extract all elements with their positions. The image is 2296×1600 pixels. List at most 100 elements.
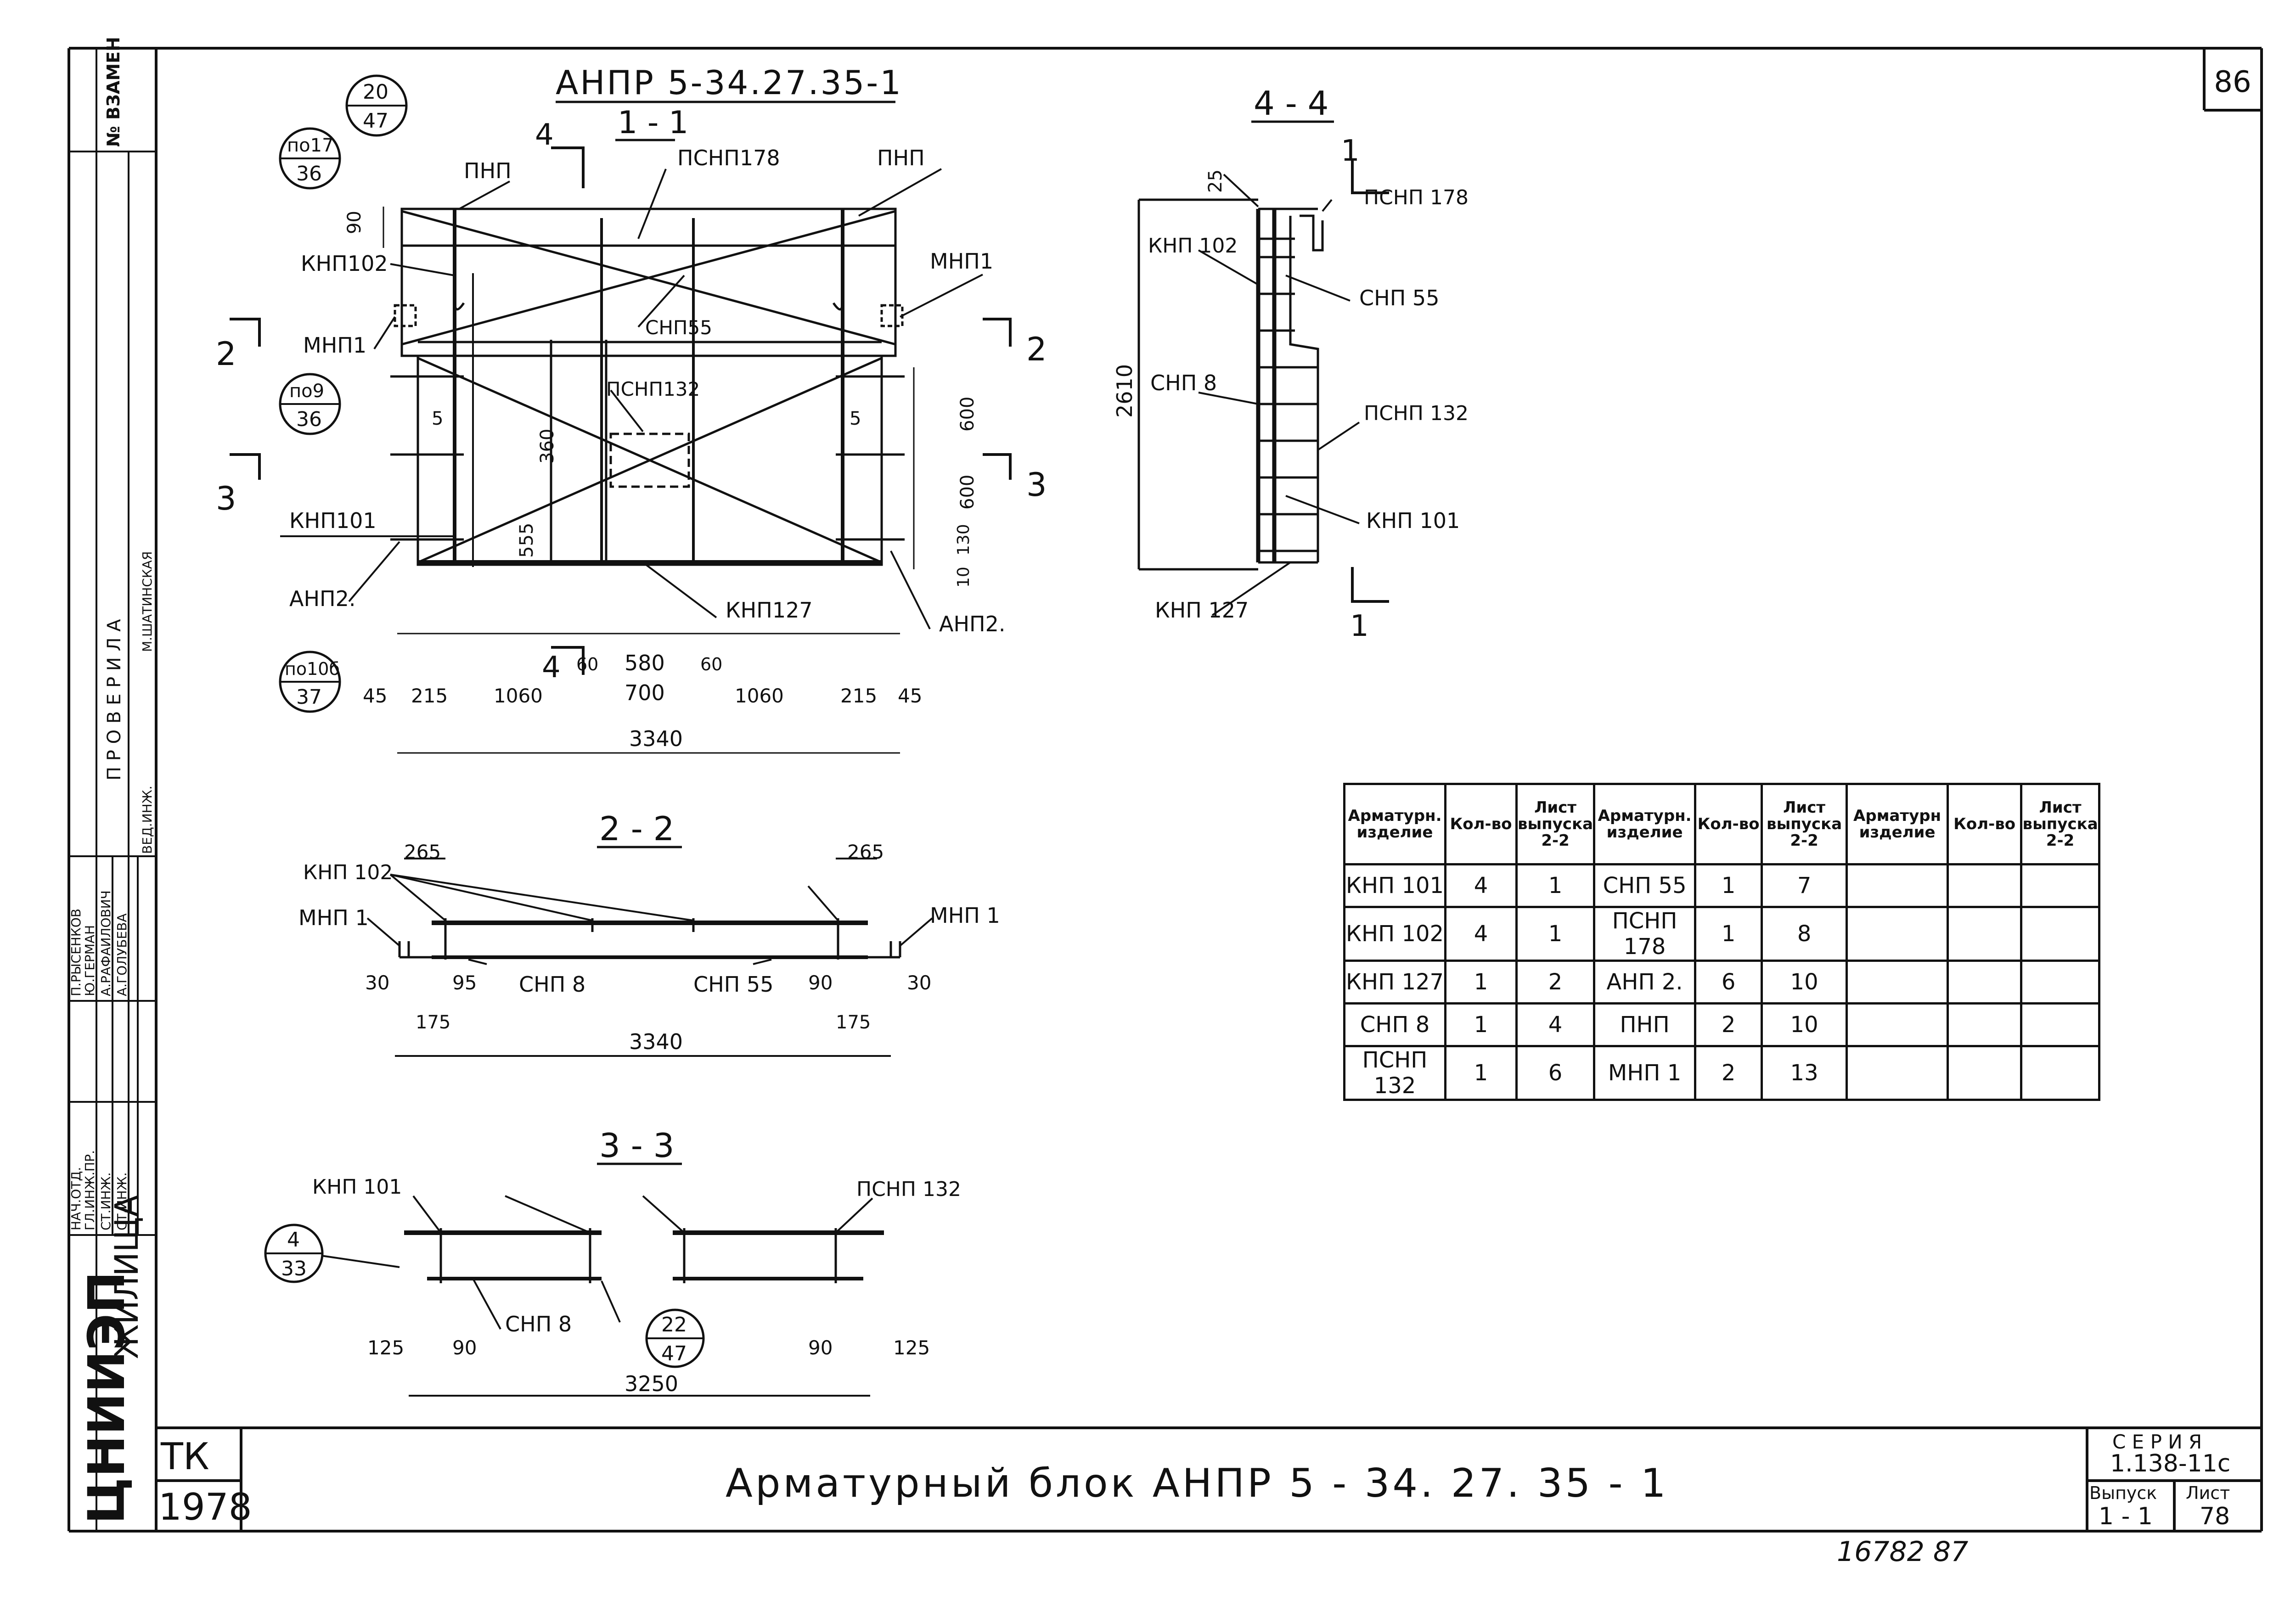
dim-600-bottom: 600 [957, 475, 978, 510]
stamp-org2: ЖИЛИЩА [108, 1195, 146, 1359]
dim-3250: 3250 [625, 1371, 678, 1396]
sheet-number: 86 [2214, 65, 2251, 99]
table-cell: 1 [1444, 960, 1518, 1005]
table-cell: 2 [1694, 1045, 1763, 1101]
svg-text:36: 36 [296, 162, 322, 185]
label-44-psnp178: ПСНП 178 [1364, 186, 1469, 209]
table-cell: 13 [1761, 1045, 1848, 1101]
table-cell: 7 [1761, 863, 1848, 908]
table-cell [2020, 863, 2101, 908]
dim-215-left: 215 [411, 685, 448, 707]
table-header: Лист выпуска 2-2 [2020, 783, 2101, 865]
dim-60-right: 60 [700, 654, 722, 674]
label-44-knp127: КНП 127 [1155, 598, 1249, 623]
table-cell [2020, 906, 2101, 962]
section-mark-3-right: 3 [1026, 466, 1047, 504]
dim-90-22: 90 [808, 971, 833, 994]
dim-30-right: 30 [907, 971, 931, 994]
label-anp2-left: АНП2. [289, 586, 356, 611]
dim-45-right: 45 [898, 685, 922, 707]
label-mnp1-left: МНП1 [303, 333, 366, 358]
svg-text:37: 37 [296, 685, 322, 709]
section-mark-3-left: 3 [216, 480, 236, 517]
svg-text:36: 36 [296, 408, 322, 431]
label-22-snp55: СНП 55 [693, 972, 773, 997]
table-cell: 1 [1444, 1045, 1518, 1101]
table-cell [1846, 906, 1949, 962]
table-cell [1846, 960, 1949, 1005]
dim-700: 700 [625, 680, 665, 705]
section-2-2-label: 2 - 2 [599, 809, 674, 848]
dim-30-left: 30 [365, 971, 389, 994]
label-44-psnp132: ПСНП 132 [1364, 402, 1469, 425]
table-cell [1947, 906, 2023, 962]
table-cell [1947, 863, 2023, 908]
title-year: 1978 [158, 1486, 252, 1528]
label-knp102: КНП102 [301, 251, 388, 276]
dim-90: 90 [344, 211, 365, 234]
label-pnp-left: ПНП [464, 158, 512, 183]
table-cell [1947, 1002, 2023, 1047]
table-cell: 4 [1444, 906, 1518, 962]
section-mark-2-left: 2 [216, 335, 236, 373]
title-main: Арматурный блок АНПР 5 - 34. 27. 35 - 1 [726, 1460, 1669, 1506]
stamp-role-2: ГЛ.ИНЖ.ПР. [82, 1150, 97, 1230]
table-cell [2020, 1002, 2101, 1047]
table-cell [1846, 1002, 1949, 1047]
label-22-mnp1-right: МНП 1 [930, 903, 1000, 928]
section-mark-4-top: 4 [535, 118, 554, 152]
footer-number: 16782 87 [1837, 1536, 1968, 1568]
dim-5-right: 5 [850, 408, 861, 429]
table-cell: 2 [1694, 1002, 1763, 1047]
label-33-knp101: КНП 101 [312, 1175, 402, 1199]
dim-5-left: 5 [432, 408, 443, 429]
table-cell [2020, 1045, 2101, 1101]
dim-175-right: 175 [836, 1012, 871, 1033]
label-44-knp101: КНП 101 [1366, 508, 1460, 533]
dim-555: 555 [516, 523, 537, 558]
table-cell: КНП 102 [1343, 906, 1446, 962]
callout-22-47: 22 47 [645, 1308, 705, 1368]
table-cell [2020, 960, 2101, 1005]
label-22-mnp1-left: МНП 1 [298, 905, 369, 930]
stamp-name-1: П.РЫСЕНКОВ [68, 909, 84, 996]
table-row: ПСНП 132 1 6 МНП 1 2 13 [1343, 1045, 2101, 1101]
label-44-snp55: СНП 55 [1359, 286, 1439, 310]
label-knp127: КНП127 [726, 598, 813, 623]
label-22-snp8: СНП 8 [519, 972, 585, 997]
table-row: КНП 102 4 1 ПСНП 178 1 8 [1343, 906, 2101, 962]
svg-text:22: 22 [661, 1313, 687, 1336]
stamp-proverila: П Р О В Е Р И Л А [104, 619, 125, 780]
title-seria: 1.138-11с [2110, 1450, 2230, 1477]
label-22-knp102: КНП 102 [303, 861, 393, 884]
title-list-label: Лист [2186, 1483, 2230, 1503]
stamp-org: ЦНИИЭП [77, 1271, 136, 1524]
table-row: СНП 8 1 4 ПНП 2 10 [1343, 1002, 2101, 1047]
table-cell: 1 [1694, 906, 1763, 962]
dim-215-right: 215 [840, 685, 877, 707]
svg-text:по10б: по10б [285, 659, 340, 679]
table-cell: КНП 101 [1343, 863, 1446, 908]
table-cell: 10 [1761, 960, 1848, 1005]
label-mnp1-right: МНП1 [930, 249, 993, 274]
stamp-vzamen: № ВЗАМЕН [103, 37, 124, 147]
stamp-name-2: Ю.ГЕРМАН [82, 925, 97, 996]
title-tk: ТК [160, 1435, 209, 1478]
dim-90-33-right: 90 [808, 1336, 833, 1359]
label-snp55: СНП55 [645, 316, 712, 339]
svg-text:4: 4 [287, 1228, 300, 1252]
table-cell: 2 [1515, 960, 1596, 1005]
callout-20-47: 20 47 [345, 74, 408, 137]
title-list: 78 [2200, 1503, 2230, 1530]
table-header: Лист выпуска 2-2 [1515, 783, 1596, 865]
dim-95: 95 [452, 971, 477, 994]
table-cell: 1 [1515, 906, 1596, 962]
title-seria-label: С Е Р И Я [2112, 1431, 2202, 1453]
table-cell: 6 [1515, 1045, 1596, 1101]
label-44-snp8: СНП 8 [1150, 371, 1217, 395]
table-cell: 6 [1694, 960, 1763, 1005]
section-mark-4-bottom: 4 [542, 651, 561, 685]
dim-60-left: 60 [576, 654, 598, 674]
section-4-4-view: 4 - 4 [1112, 84, 1469, 643]
section-3-3-label: 3 - 3 [599, 1126, 674, 1165]
